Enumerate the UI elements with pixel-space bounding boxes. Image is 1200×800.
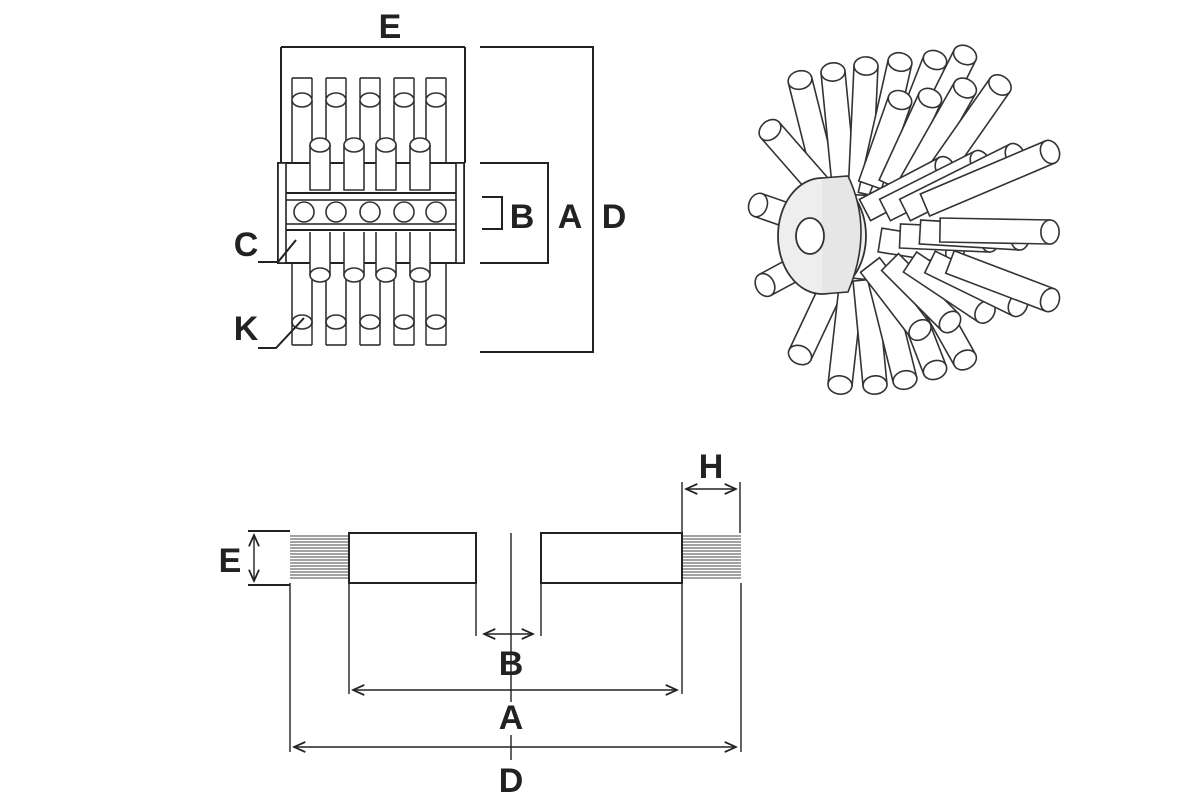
side-view: H E B A D [219, 448, 742, 800]
hub-block-right [540, 532, 683, 584]
dimension-d-side: D [289, 583, 742, 800]
callout-k: K [234, 310, 305, 349]
label-b-front: B [510, 198, 535, 236]
hub-block-left [348, 532, 477, 584]
hub-hole [393, 201, 415, 223]
bristle-rod [820, 62, 858, 198]
bristle-rod [919, 139, 1061, 218]
bristle-rod [309, 137, 331, 191]
dimension-h: H [681, 448, 741, 533]
hub-hole [293, 201, 315, 223]
bristle-rod [425, 262, 447, 330]
hub-bore-hole [795, 217, 825, 255]
iso-hub [777, 175, 867, 295]
label-d-side: D [499, 762, 524, 800]
dimension-e-side: E [219, 535, 254, 581]
label-k: K [234, 310, 259, 348]
label-b-side: B [499, 645, 524, 683]
bristle-rod [425, 92, 447, 166]
bristle-rod [857, 89, 913, 191]
bristle-rod [325, 262, 347, 330]
bristle-rod [375, 232, 397, 283]
bristle-rod [291, 92, 313, 166]
bristles-left [290, 535, 349, 579]
dimension-a-side: A [348, 583, 683, 737]
bristle-rod [359, 92, 381, 166]
label-e-side: E [219, 542, 242, 580]
dimension-b-side: B [475, 583, 542, 683]
front-view: E B A D C K [234, 8, 627, 353]
bristle-rod [880, 252, 962, 334]
bristle-rod [859, 256, 932, 342]
bristle-rod [409, 137, 431, 191]
hub-hole [425, 201, 447, 223]
label-h: H [699, 448, 724, 486]
bristles-right [682, 535, 741, 579]
label-a-front: A [558, 198, 583, 236]
label-d-front: D [602, 198, 627, 236]
bristle-rod [938, 217, 1060, 245]
label-a-side: A [499, 699, 524, 737]
bristle-rod [409, 232, 431, 283]
bristle-rod [343, 137, 365, 191]
bristle-rod [867, 276, 918, 391]
label-e-top: E [379, 8, 402, 46]
bristle-rod [393, 262, 415, 330]
hub-hole [359, 201, 381, 223]
dimension-e-top: E [280, 8, 466, 163]
bristle-rod [309, 232, 331, 283]
bristle-rod [375, 137, 397, 191]
isometric-brush-view [747, 44, 1061, 395]
bristle-rod [343, 232, 365, 283]
callout-c: C [234, 226, 297, 264]
dimension-a-front: A [480, 162, 583, 264]
bristle-rod [944, 249, 1061, 313]
hub-hole [325, 201, 347, 223]
dimension-d-front: D [480, 46, 627, 353]
dimension-b-front: B [482, 196, 535, 236]
label-c: C [234, 226, 259, 264]
brush-body [277, 77, 465, 346]
